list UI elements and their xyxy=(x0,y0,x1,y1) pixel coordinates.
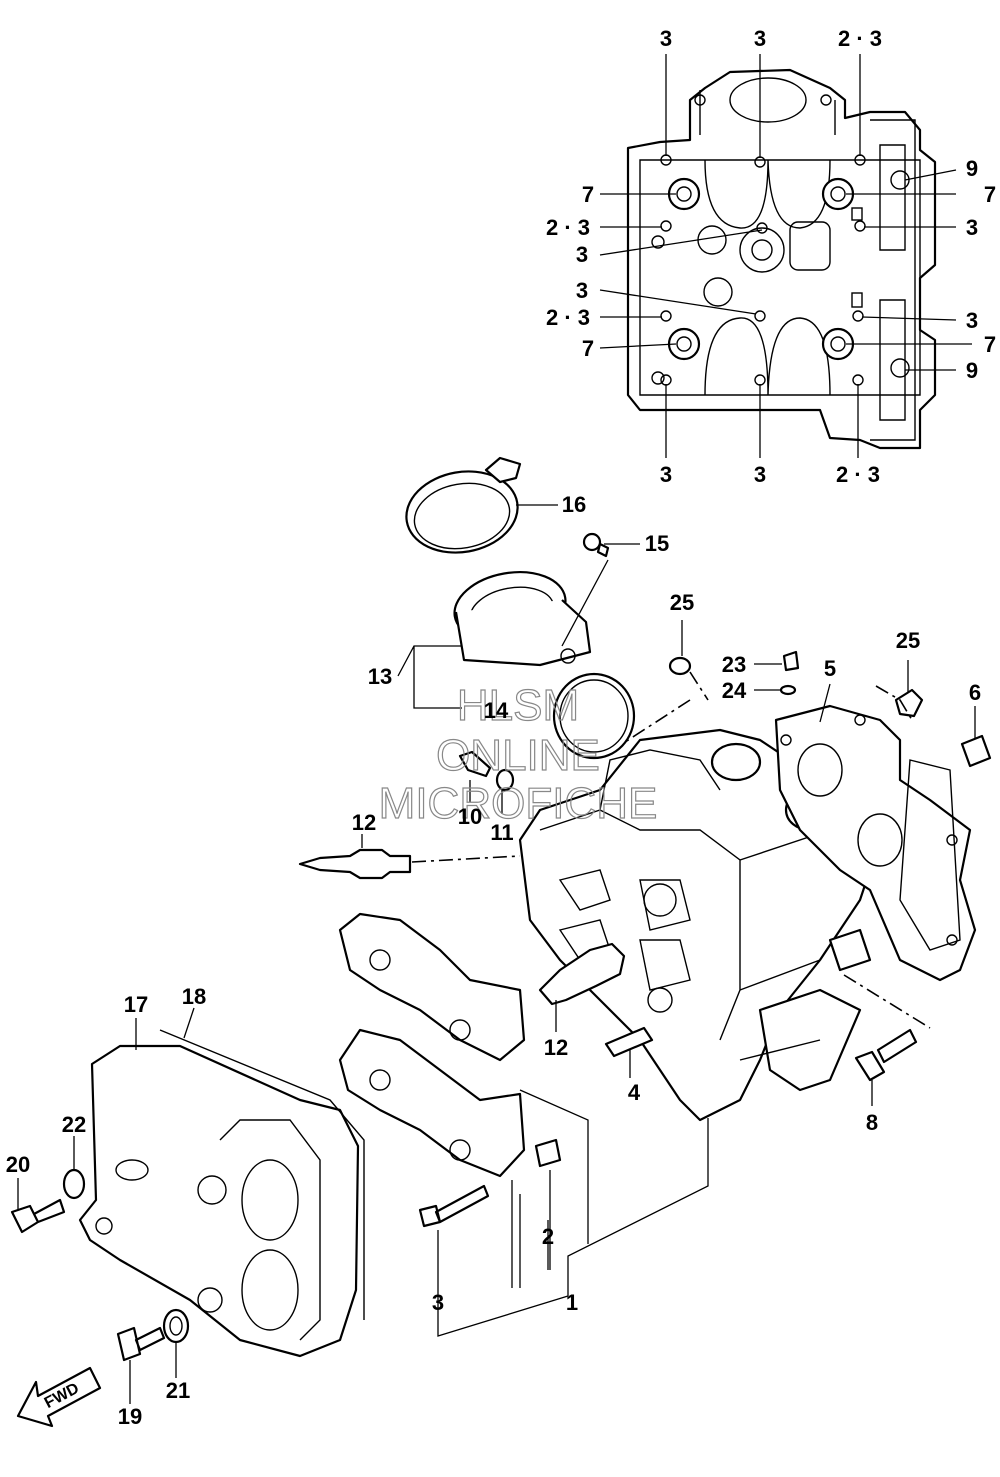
spark-plug-upper xyxy=(298,834,521,880)
callout-1: 1 xyxy=(566,1290,578,1315)
o-ring-part xyxy=(552,672,636,760)
callout-21: 21 xyxy=(166,1378,190,1403)
head-gasket-part xyxy=(774,704,977,982)
cam-housing-upper xyxy=(338,912,526,1062)
top-label-3b: 3 xyxy=(754,26,766,51)
callout-12a: 12 xyxy=(352,810,376,835)
right-label-7b: 7 xyxy=(984,332,996,357)
bottom-label-3a: 3 xyxy=(660,462,672,487)
callout-17: 17 xyxy=(124,992,148,1017)
right-label-3a: 3 xyxy=(966,215,978,240)
left-label-7b: 7 xyxy=(582,336,594,361)
bottom-label-2-3b: 2 · 3 xyxy=(836,462,880,487)
callout-10: 10 xyxy=(458,804,482,829)
callout-3: 3 xyxy=(432,1290,444,1315)
callout-5: 5 xyxy=(824,656,836,681)
callout-2: 2 xyxy=(542,1224,554,1249)
head-cover-part xyxy=(78,1029,365,1358)
callouts: 16 15 25 25 23 24 5 6 13 14 12 10 11 12 … xyxy=(6,492,981,1429)
callout-13: 13 xyxy=(368,664,392,689)
callout-12b: 12 xyxy=(544,1035,568,1060)
callout-25a: 25 xyxy=(670,590,694,615)
left-label-7a: 7 xyxy=(582,182,594,207)
callout-6: 6 xyxy=(969,680,981,705)
watermark-line-3: MICROFICHE xyxy=(379,779,658,828)
callout-23: 23 xyxy=(722,652,746,677)
left-label-2-3a: 2 · 3 xyxy=(546,215,590,240)
callout-25b: 25 xyxy=(896,628,920,653)
callout-19: 19 xyxy=(118,1404,142,1429)
top-label-2-3a: 2 · 3 xyxy=(838,26,882,51)
screw-part xyxy=(582,532,640,558)
bottom-label-3b: 3 xyxy=(754,462,766,487)
cam-housing-lower xyxy=(338,1028,526,1178)
watermark: HLSM ONLINE MICROFICHE xyxy=(378,680,658,828)
right-label-7a: 7 xyxy=(984,182,996,207)
callout-18: 18 xyxy=(182,984,206,1009)
bolt-8-part xyxy=(854,1028,918,1106)
right-label-3b: 3 xyxy=(966,308,978,333)
right-label-9b: 9 xyxy=(966,358,978,383)
callout-8: 8 xyxy=(866,1110,878,1135)
callout-24: 24 xyxy=(722,678,747,703)
callout-4: 4 xyxy=(628,1080,641,1105)
callout-15: 15 xyxy=(645,531,669,556)
cylinder-head-top-view: 3 3 2 · 3 7 2 · 3 3 3 2 · 3 7 9 7 3 3 7 … xyxy=(546,26,996,487)
callout-22: 22 xyxy=(62,1112,86,1137)
left-label-2-3b: 2 · 3 xyxy=(546,305,590,330)
watermark-line-2: ONLINE xyxy=(436,731,600,780)
top-label-3a: 3 xyxy=(660,26,672,51)
spark-plug-lower xyxy=(538,942,626,1032)
right-label-9a: 9 xyxy=(966,156,978,181)
watermark-line-1: HLSM xyxy=(457,681,579,730)
left-label-3a: 3 xyxy=(576,242,588,267)
callout-14: 14 xyxy=(484,698,509,723)
callout-11: 11 xyxy=(490,820,513,845)
callout-20: 20 xyxy=(6,1152,30,1177)
intake-pipe-part xyxy=(453,559,609,667)
callout-16: 16 xyxy=(562,492,586,517)
hose-clamp-part xyxy=(405,456,558,554)
left-label-3b: 3 xyxy=(576,278,588,303)
bolt-part xyxy=(458,750,515,814)
fwd-arrow-icon: FWD xyxy=(16,1366,102,1428)
